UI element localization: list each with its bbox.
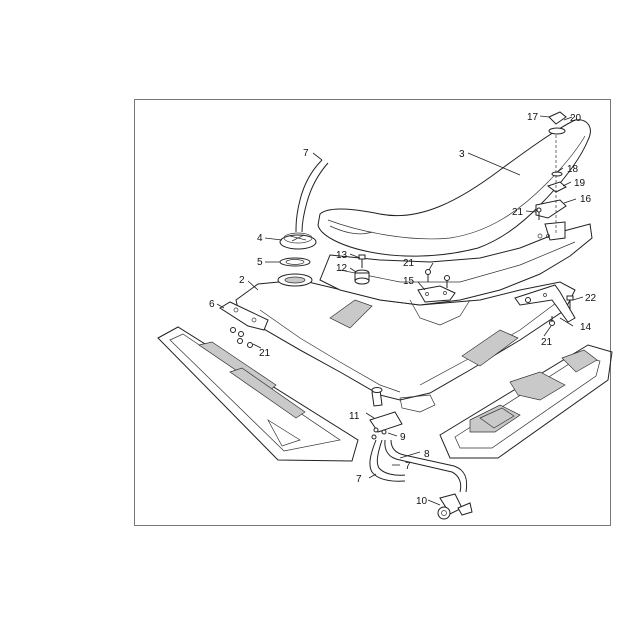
callout-21d: 21 xyxy=(541,337,553,348)
bolts-right xyxy=(425,269,574,326)
fuel-cap xyxy=(279,232,317,250)
callout-12: 12 xyxy=(336,263,348,274)
callout-18: 18 xyxy=(567,164,579,175)
seat-latch-parts xyxy=(535,111,567,241)
seat xyxy=(317,119,593,326)
left-side-panel xyxy=(157,326,359,462)
side-bracket xyxy=(219,301,269,331)
callout-labels: 7 3 4 5 2 6 13 12 15 21 21 17 20 18 19 1… xyxy=(209,112,597,507)
callout-20: 20 xyxy=(570,113,582,124)
callout-21c: 21 xyxy=(512,207,524,218)
callout-6: 6 xyxy=(209,299,215,310)
fuel-valve xyxy=(437,493,473,520)
bushing-12 xyxy=(354,254,370,285)
callout-4: 4 xyxy=(257,233,263,244)
rear-bracket-14 xyxy=(514,284,576,323)
fuel-tap xyxy=(369,387,403,440)
callout-14: 14 xyxy=(580,322,592,333)
callout-5: 5 xyxy=(257,257,263,268)
callout-2: 2 xyxy=(239,275,245,286)
callout-8: 8 xyxy=(424,449,430,460)
leader-lines xyxy=(216,115,584,506)
filler-ring xyxy=(277,273,313,287)
mount-bracket-15 xyxy=(417,285,456,303)
callout-10: 10 xyxy=(416,496,428,507)
callout-11: 11 xyxy=(349,411,360,422)
callout-22: 22 xyxy=(585,293,597,304)
callout-7a: 7 xyxy=(303,148,309,159)
callout-7b: 7 xyxy=(405,461,411,472)
cap-gasket xyxy=(279,257,311,267)
callout-21b: 21 xyxy=(403,258,415,269)
callout-21a: 21 xyxy=(259,348,271,359)
fuel-hoses-lower xyxy=(369,439,468,493)
callout-16: 16 xyxy=(580,194,592,205)
callout-15: 15 xyxy=(403,276,415,287)
bolts-left xyxy=(230,327,253,348)
callout-9: 9 xyxy=(400,432,406,443)
callout-3: 3 xyxy=(459,149,465,160)
callout-7c: 7 xyxy=(356,474,362,485)
callout-19: 19 xyxy=(574,178,586,189)
callout-13: 13 xyxy=(336,250,348,261)
right-side-panel xyxy=(439,344,613,459)
fuel-hose-upper xyxy=(295,159,329,233)
callout-17: 17 xyxy=(527,112,539,123)
